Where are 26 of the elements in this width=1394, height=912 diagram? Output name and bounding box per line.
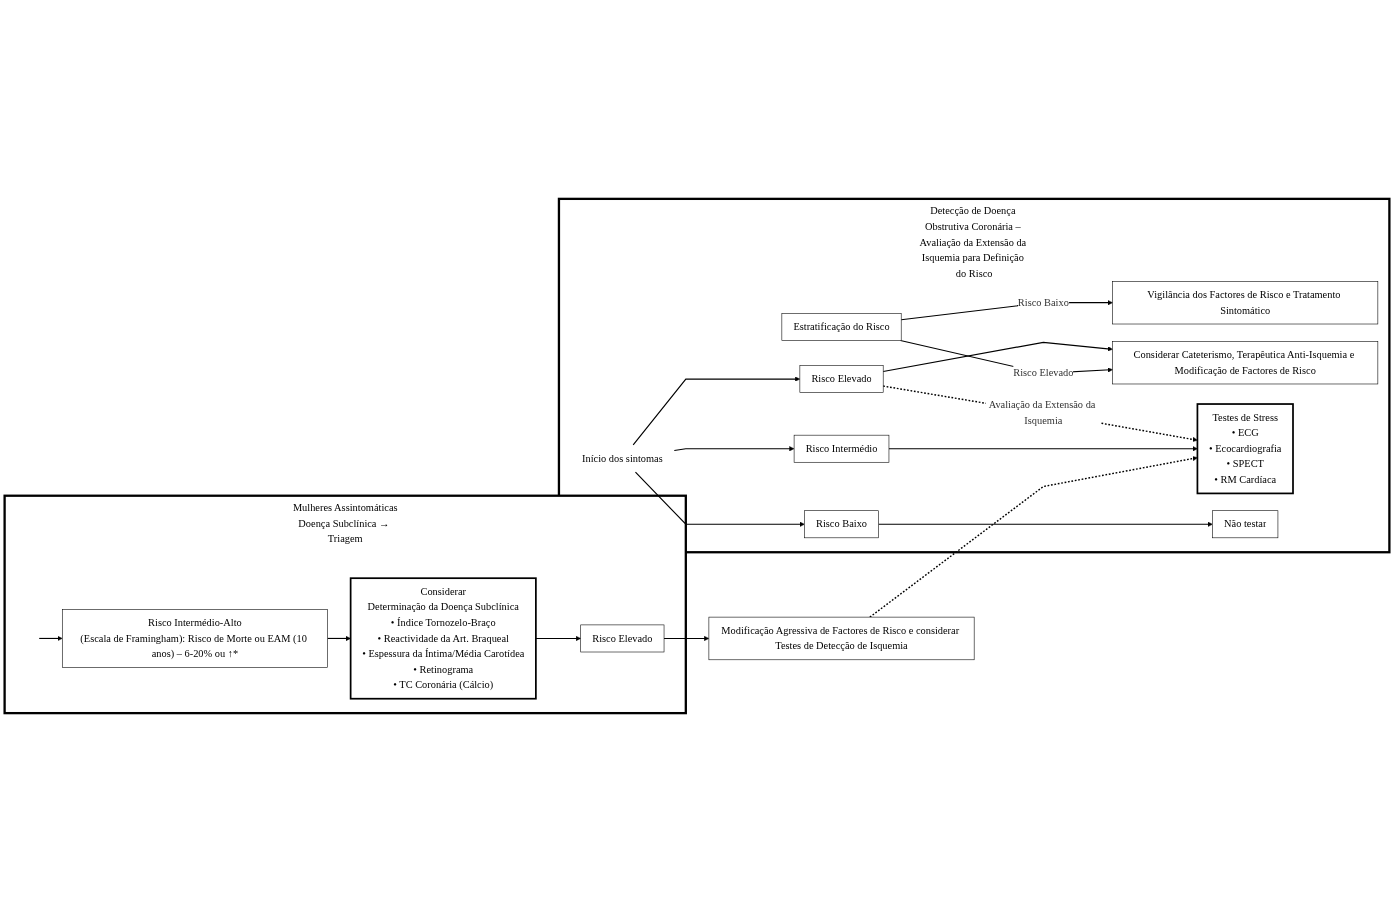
arrow xyxy=(38,635,63,641)
edge-label: Avaliação da Extensão da Isquemia xyxy=(988,399,1096,427)
arrow xyxy=(632,376,801,446)
node-box: Considerar Determinação da Doença Subclínica • Índice Tornozelo-Braço • Reactividade da Art. Braqueal • Espessura da Íntima/Média Carotídea • Retinograma • TC Coronária (Cálcio) xyxy=(349,577,537,700)
node-box: Vigilância dos Factores de Risco e Tratamento Sintomático xyxy=(1112,281,1379,325)
arrow xyxy=(663,635,710,641)
arrow xyxy=(888,446,1198,452)
node-box: Testes de Stress • ECG • Ecocardiografia • SPECT • RM Cardíaca xyxy=(1196,403,1294,495)
node-box: Estratificação do Risco xyxy=(781,313,902,341)
node-box: Considerar Cateterismo, Terapêutica Anti-Isquemia e Modificação de Factores de Risco xyxy=(1112,341,1379,385)
node-box: Risco Intermédio-Alto (Escala de Framingham): Risco de Morte ou EAM (10 anos) – 6-20% ou ↑* xyxy=(62,609,328,668)
node-box: Risco Intermédio xyxy=(793,434,890,463)
arrow xyxy=(535,635,581,641)
arrow xyxy=(327,635,351,641)
node-box: Risco Elevado xyxy=(799,365,884,393)
arrow xyxy=(634,471,805,527)
arrow xyxy=(673,446,795,452)
edge-label: Risco Baixo xyxy=(1017,296,1069,309)
edge-label: Risco Elevado xyxy=(1013,367,1074,379)
node-box: Risco Elevado xyxy=(580,624,665,653)
node-box: Modificação Agressiva de Factores de Risco e considerar Testes de Detecção de Isquemia xyxy=(708,616,975,661)
node-text: Início dos sintomas xyxy=(582,452,663,464)
arrow xyxy=(878,521,1213,527)
node-box: Risco Baixo xyxy=(804,510,879,539)
arrow xyxy=(869,456,1198,618)
node-box: Não testar xyxy=(1212,510,1279,539)
